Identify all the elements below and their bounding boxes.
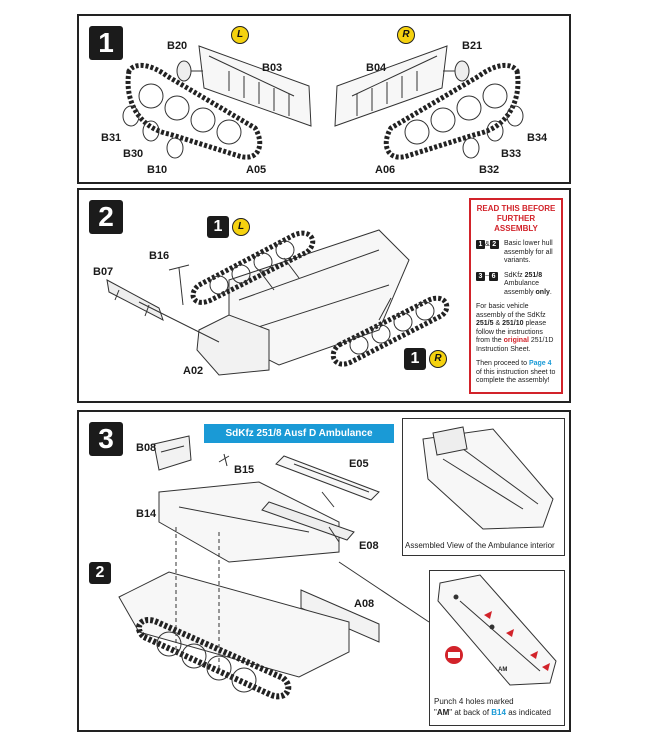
- track-right-badge: R: [429, 350, 447, 368]
- am-hole-marker: AM: [498, 667, 508, 673]
- part-label-A06: A06: [375, 164, 396, 176]
- part-label-B20: B20: [167, 40, 188, 52]
- notice-title: READ THIS BEFORE FURTHER ASSEMBLY: [476, 204, 556, 233]
- notice-row-steps-3-6: 3~6 SdKfz 251/8 Ambulance assembly only.: [476, 271, 556, 298]
- part-label-B03: B03: [262, 62, 283, 74]
- notice-step-1: 1: [476, 240, 485, 249]
- part-label-B07: B07: [93, 266, 114, 278]
- part-label-B08: B08: [136, 442, 157, 454]
- punch-instruction-line2: "AM" at back of B14 as indicated: [434, 708, 551, 717]
- step-1-panel: 1 L R: [77, 14, 571, 184]
- notice-step-2: 2: [489, 240, 499, 249]
- notice-row2-text: SdKfz 251/8 Ambulance assembly only.: [504, 271, 552, 296]
- notice-step-3: 3: [476, 271, 485, 281]
- step-number: 1: [89, 26, 123, 60]
- part-label-B15: B15: [234, 464, 255, 476]
- punch-holes-drawing: [437, 574, 557, 686]
- assembled-view-caption: Assembled View of the Ambulance interior: [405, 541, 555, 550]
- left-side-badge: L: [231, 26, 249, 44]
- part-label-B10: B10: [147, 164, 168, 176]
- part-label-A02: A02: [183, 365, 204, 377]
- part-label-B21: B21: [462, 40, 483, 52]
- part-label-B04: B04: [366, 62, 387, 74]
- read-before-assembly-notice: READ THIS BEFORE FURTHER ASSEMBLY 1&2 Ba…: [469, 198, 563, 394]
- part-label-A08: A08: [354, 598, 375, 610]
- part-label-B14: B14: [136, 508, 157, 520]
- step-number: 2: [89, 200, 123, 234]
- notice-separator: &: [485, 241, 490, 248]
- notice-basic-assembly-paragraph: For basic vehicle assembly of the SdKfz …: [476, 303, 554, 353]
- step-2-panel: 2 1 L 1 R B16 B07 A02: [77, 188, 571, 403]
- notice-row1-text: Basic lower hull assembly for all varian…: [504, 240, 553, 264]
- right-side-badge: R: [397, 26, 415, 44]
- assembled-view-inset: Assembled View of the Ambulance interior: [402, 418, 565, 556]
- ambulance-assembly-banner: SdKfz 251/8 Ausf D Ambulance Assembly: [204, 424, 394, 458]
- track-left-step-number: 1: [207, 216, 229, 238]
- punch-holes-inset: Punch 4 holes marked "AM" at back of B14…: [429, 570, 565, 726]
- notice-step-6: 6: [489, 271, 499, 281]
- part-label-B33: B33: [501, 148, 522, 160]
- notice-row-steps-1-2: 1&2 Basic lower hull assembly for all va…: [476, 240, 556, 266]
- part-label-E08: E08: [359, 540, 379, 552]
- part-label-B16: B16: [149, 250, 170, 262]
- assembled-view-drawing: [422, 426, 554, 530]
- sub-step-number: 2: [89, 562, 111, 584]
- step-3-panel: 3 2 SdKfz 251/8 Ausf D Ambulance Assembl…: [77, 410, 571, 732]
- page-4-reference: Page 4: [528, 360, 552, 367]
- part-label-B34: B34: [527, 132, 548, 144]
- step-number: 3: [89, 422, 123, 456]
- part-label-A05: A05: [246, 164, 267, 176]
- punch-instruction-line1: Punch 4 holes marked: [434, 697, 514, 706]
- part-label-B32: B32: [479, 164, 500, 176]
- part-label-E05: E05: [349, 458, 369, 470]
- notice-proceed-paragraph: Then proceed to Page 4 of this instructi…: [476, 360, 556, 384]
- track-assembly-drawing: [122, 45, 524, 160]
- track-left-badge: L: [232, 218, 250, 236]
- part-label-B30: B30: [123, 148, 144, 160]
- lower-hull-drawing: [106, 229, 450, 376]
- track-right-step-number: 1: [404, 348, 426, 370]
- ambulance-interior-drawing: [118, 435, 430, 700]
- notice-separator: ~: [485, 272, 490, 280]
- part-label-B31: B31: [101, 132, 122, 144]
